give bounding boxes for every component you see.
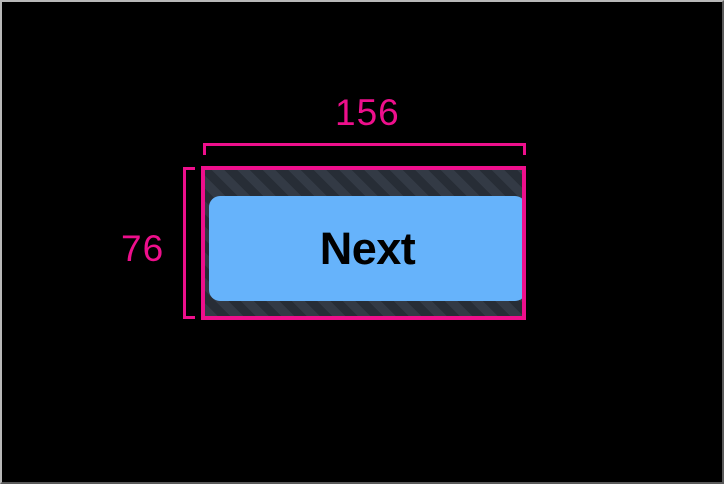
width-dimension-bracket <box>203 143 526 155</box>
measured-element-group: Next <box>201 166 526 320</box>
width-dimension-label: 156 <box>335 92 400 133</box>
next-button[interactable]: Next <box>209 196 522 301</box>
height-dimension-label: 76 <box>121 228 165 269</box>
next-button-label: Next <box>319 223 416 274</box>
height-dimension-bracket <box>183 167 195 319</box>
element-bounds-hatch-fill: Next <box>205 170 522 316</box>
